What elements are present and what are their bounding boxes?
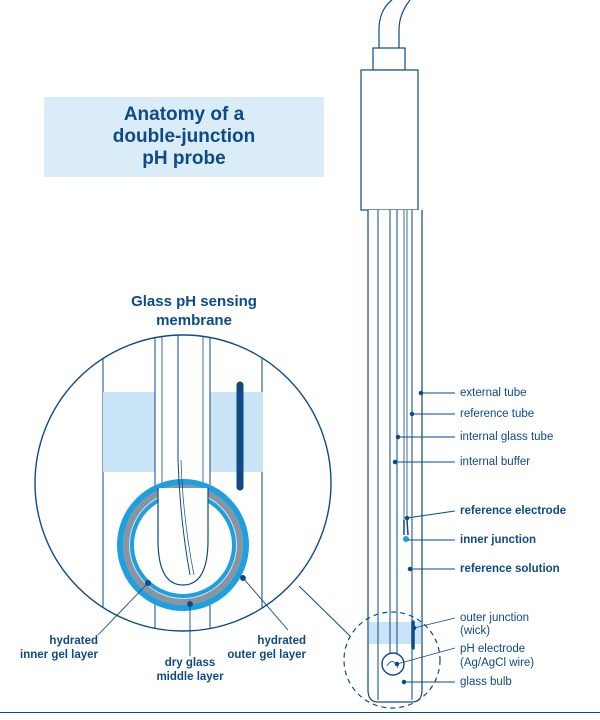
zoom-connector [298, 585, 351, 637]
title-box [44, 97, 324, 177]
label-inner-junction: inner junction [460, 534, 537, 546]
outer-gel-line-1: hydrated [257, 635, 306, 647]
dry-glass-line-1: dry glass [164, 657, 216, 669]
inner-gel-line-1: hydrated [49, 635, 98, 647]
glass-bulb [381, 652, 405, 676]
inner-junction [403, 536, 409, 542]
probe-cable-inner [398, 0, 411, 48]
inner-gel-line-2: inner gel layer [20, 649, 98, 661]
label-external-tube: external tube [460, 387, 527, 399]
title-line-1: Anatomy of a [123, 104, 245, 125]
tip-highlight-circle [343, 611, 441, 709]
label-ph-electrode: pH electrode [460, 643, 526, 655]
membrane-title-line-1: Glass pH sensing [131, 293, 257, 310]
label-internal-buffer: internal buffer [460, 456, 531, 468]
membrane-closeup [102, 335, 263, 631]
label-reference-electrode: reference electrode [460, 505, 567, 517]
membrane-title: Glass pH sensing membrane [96, 292, 292, 330]
external-tube [367, 210, 423, 703]
label-reference-tube: reference tube [460, 408, 535, 420]
probe-cable [378, 0, 393, 48]
label-dry-glass-layer: dry glass middle layer [130, 656, 250, 684]
probe-collar [372, 47, 406, 71]
label-outer-junction: outer junction [460, 612, 530, 624]
label-ph-electrode-wire: (Ag/AgCl wire) [460, 657, 535, 669]
membrane-circle [34, 334, 332, 632]
title-line-3: pH probe [142, 148, 226, 169]
label-inner-gel-layer: hydrated inner gel layer [0, 634, 98, 662]
label-outer-gel-layer: hydrated outer gel layer [210, 634, 306, 662]
membrane-title-line-2: membrane [156, 312, 232, 329]
diagram-title: Anatomy of a double-junction pH probe [44, 104, 324, 170]
hydrated-outer-gel [117, 479, 249, 611]
label-outer-junction-wick: (wick) [460, 625, 491, 637]
bottom-rule [0, 712, 600, 713]
title-line-2: double-junction [112, 126, 256, 147]
dry-glass-line-2: middle layer [156, 671, 224, 683]
probe-cap [360, 69, 419, 211]
membrane-wire [177, 335, 191, 576]
label-internal-glass-tube: internal glass tube [460, 431, 554, 443]
label-reference-solution: reference solution [460, 563, 560, 575]
outer-gel-line-2: outer gel layer [227, 649, 306, 661]
sample-liquid [369, 622, 421, 644]
reference-electrode [403, 519, 409, 536]
label-glass-bulb: glass bulb [460, 676, 512, 688]
